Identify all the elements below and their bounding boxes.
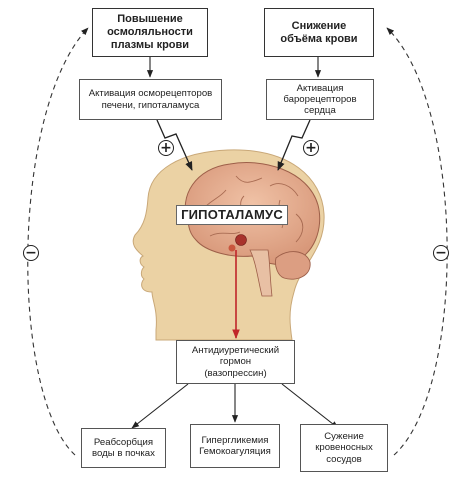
left-negative-feedback-line [27, 27, 89, 456]
box-baroreceptor-activation: Активация барорецепторов сердца [266, 79, 374, 120]
positive-sign-right: + [303, 140, 319, 156]
brain-stem [249, 249, 273, 297]
hypothalamus-label: ГИПОТАЛАМУС [176, 205, 288, 225]
hypothalamus-nucleus [235, 234, 247, 246]
negative-sign-left: − [23, 245, 39, 261]
box-blood-volume-decrease: Снижение объёма крови [264, 8, 374, 57]
box-osmoreceptor-activation: Активация осморецепторов печени, гипотал… [79, 79, 222, 120]
positive-sign-left: + [158, 140, 174, 156]
pituitary [228, 244, 236, 252]
box-vasoconstriction: Сужение кровеносных сосудов [300, 424, 388, 472]
arrow-to-vasoconstriction [281, 383, 339, 429]
box-plasma-osmolality-increase: Повышение осмоляльности плазмы крови [92, 8, 208, 57]
box-antidiuretic-hormone: Антидиуретический гормон (вазопрессин) [176, 340, 295, 384]
box-water-reabsorption: Реабсорбция воды в почках [81, 428, 166, 468]
arrow-to-reabsorption [131, 383, 189, 429]
box-hyperglycemia-hemocoagulation: Гипергликемия Гемокоагуляция [190, 424, 280, 468]
right-negative-feedback-line [386, 27, 448, 456]
right-lightning-arrow [277, 119, 311, 171]
cerebellum [275, 251, 311, 280]
left-lightning-arrow [156, 119, 193, 171]
negative-sign-right: − [433, 245, 449, 261]
